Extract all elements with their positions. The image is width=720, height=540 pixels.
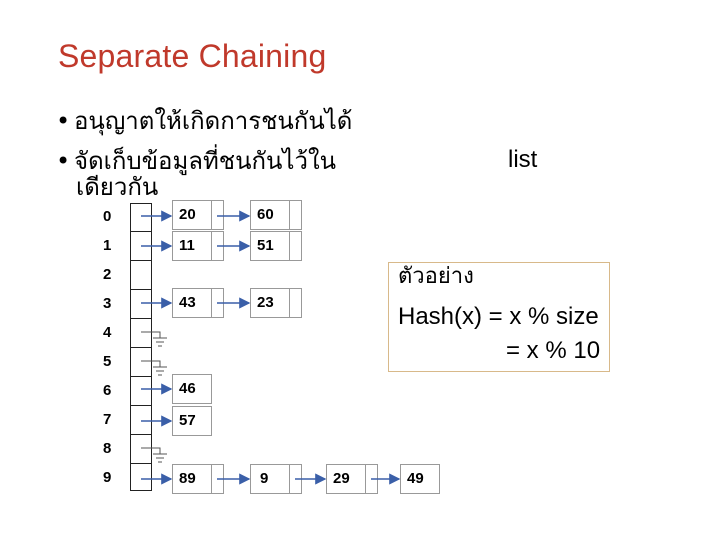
bullet-2: •จัดเก็บข้อมูลที่ชนกันไว้ใน (56, 146, 336, 176)
node-value: 57 (179, 412, 196, 429)
node-value: 11 (179, 237, 195, 254)
bullet-2-continuation: เดียวกัน (76, 173, 159, 201)
chain-node: 29 (326, 464, 378, 494)
bullet-dot-icon: • (56, 147, 71, 175)
index-label-6: 6 (103, 382, 112, 399)
chain-node: 11 (172, 231, 224, 261)
node-pointer-cell (211, 465, 212, 493)
chain-node: 60 (250, 200, 302, 230)
chain-node: 51 (250, 231, 302, 261)
chain-node: 43 (172, 288, 224, 318)
bullet-1: •อนุญาตให้เกิดการชนกันได้ (56, 106, 352, 136)
node-pointer-cell (289, 232, 290, 260)
node-value: 23 (257, 294, 274, 311)
chain-node: 9 (250, 464, 302, 494)
node-pointer-cell (211, 201, 212, 229)
chain-node: 46 (172, 374, 212, 404)
null-ground-icon (141, 331, 167, 347)
index-label-3: 3 (103, 295, 112, 312)
node-value: 46 (179, 380, 196, 397)
node-pointer-cell (289, 289, 290, 317)
index-label-0: 0 (103, 208, 112, 225)
node-value: 29 (333, 470, 350, 487)
chain-node: 20 (172, 200, 224, 230)
table-row-divider (130, 231, 152, 232)
index-label-4: 4 (103, 324, 112, 341)
example-formula-1: Hash(x) = x % size (398, 303, 599, 330)
slide-title: Separate Chaining (58, 38, 327, 74)
table-row-divider (130, 289, 152, 290)
index-label-8: 8 (103, 440, 112, 457)
node-value: 60 (257, 206, 274, 223)
node-value: 43 (179, 294, 196, 311)
bullet-dot-icon: • (56, 107, 71, 135)
table-row-divider (130, 434, 152, 435)
null-ground-icon (141, 360, 167, 376)
example-box (388, 262, 610, 372)
chain-node: 23 (250, 288, 302, 318)
list-word: list (508, 146, 538, 173)
node-pointer-cell (289, 201, 290, 229)
node-pointer-cell (365, 465, 366, 493)
table-row-divider (130, 347, 152, 348)
index-label-5: 5 (103, 353, 112, 370)
index-label-9: 9 (103, 469, 112, 486)
example-heading: ตัวอย่าง (398, 264, 474, 289)
example-formula-2: = x % 10 (506, 337, 601, 364)
index-label-2: 2 (103, 266, 112, 283)
node-value: 20 (179, 206, 196, 223)
node-pointer-cell (211, 232, 212, 260)
chain-node: 57 (172, 406, 212, 436)
bullet-1-text: อนุญาตให้เกิดการชนกันได้ (74, 107, 353, 135)
table-row-divider (130, 318, 152, 319)
node-pointer-cell (289, 465, 290, 493)
node-value: 89 (179, 470, 196, 487)
chain-node: 49 (400, 464, 440, 494)
null-ground-icon (141, 447, 167, 463)
index-label-1: 1 (103, 237, 112, 254)
bullet-2-text: จัดเก็บข้อมูลที่ชนกันไว้ใน (74, 147, 337, 175)
node-value: 51 (257, 237, 274, 254)
node-pointer-cell (211, 289, 212, 317)
node-value: 9 (260, 470, 269, 487)
table-row-divider (130, 463, 152, 464)
table-row-divider (130, 376, 152, 377)
table-row-divider (130, 260, 152, 261)
chain-node: 89 (172, 464, 224, 494)
node-value: 49 (407, 470, 424, 487)
index-label-7: 7 (103, 411, 112, 428)
table-row-divider (130, 405, 152, 406)
